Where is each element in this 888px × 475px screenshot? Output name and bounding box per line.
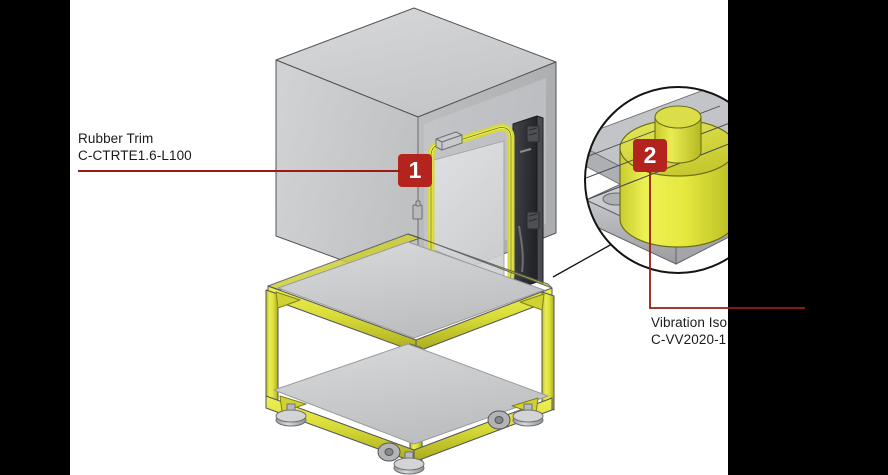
window-latch-clip	[412, 200, 423, 220]
callout-1-part-number: C-CTRTE1.6-L100	[78, 148, 192, 163]
caster-right	[487, 410, 511, 430]
callout-1-underline	[78, 170, 400, 172]
door-hinge-bottom	[526, 211, 540, 230]
callout-2-label: Vibration Iso C-VV2020-1	[651, 314, 727, 348]
leveling-foot-front	[393, 451, 425, 475]
leveling-foot-left	[275, 403, 307, 427]
callout-2-part-number: C-VV2020-1	[651, 332, 727, 347]
letterbox-right-overlay	[728, 0, 888, 475]
frame-post-right	[541, 291, 555, 411]
door-hinge-top	[526, 125, 540, 143]
leveling-foot-right	[512, 403, 544, 427]
shelf-plate-lower	[273, 343, 549, 445]
shelf-plate-upper	[277, 241, 545, 339]
frame-rail-top-back-right	[407, 233, 553, 289]
callout-badge-2[interactable]: 2	[633, 139, 667, 172]
callout-2-title: Vibration Iso	[651, 315, 728, 330]
window-bracket-top	[435, 131, 463, 151]
callout-badge-1[interactable]: 1	[398, 154, 432, 187]
caster-front	[377, 442, 401, 462]
letterbox-left	[0, 0, 70, 475]
door-gas-strut	[518, 225, 524, 273]
door-latch-rod	[519, 147, 532, 154]
callout-1-title: Rubber Trim	[78, 131, 154, 146]
detail-leader-line	[552, 243, 613, 278]
callout-1-label: Rubber Trim C-CTRTE1.6-L100	[78, 130, 192, 164]
detail-isolator-stud-top	[654, 105, 702, 129]
